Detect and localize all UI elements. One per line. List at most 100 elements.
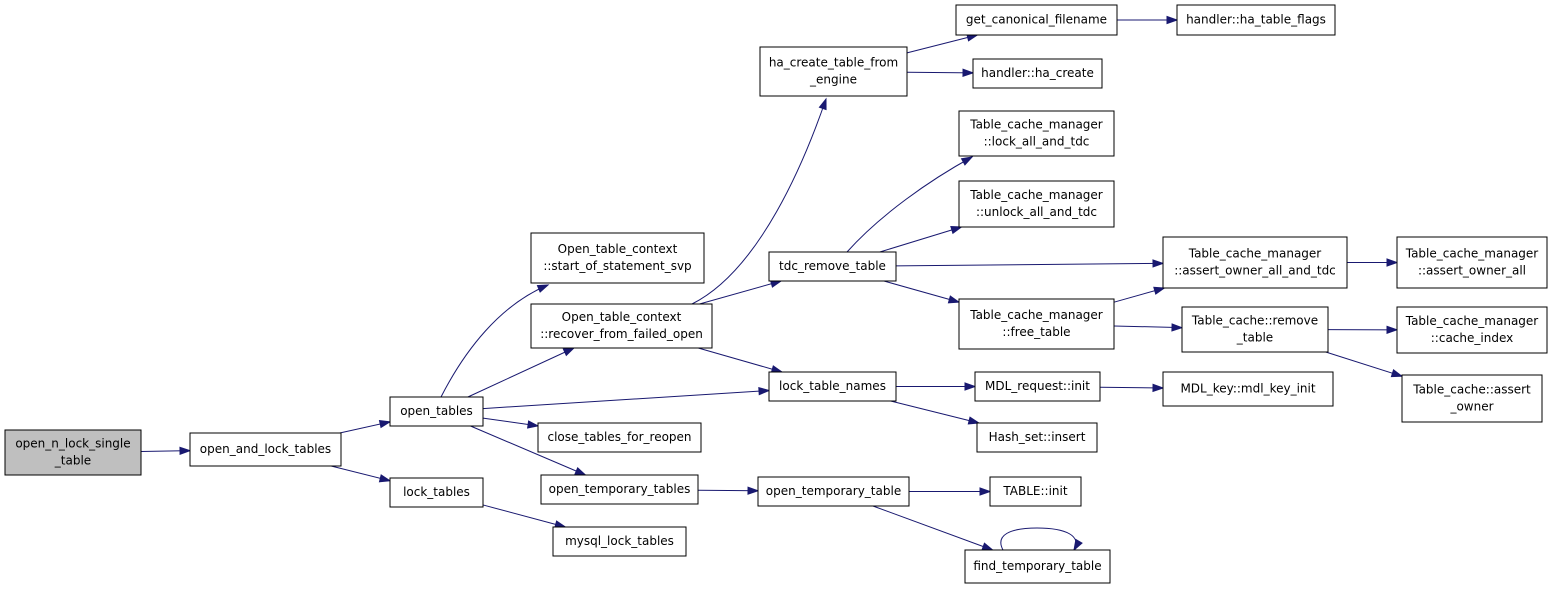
edge-line xyxy=(691,98,827,305)
node-label: Hash_set::insert xyxy=(989,430,1086,444)
edge-ote_recover_from_failed_open-to-lock_table_names xyxy=(698,347,784,374)
edge-line xyxy=(699,280,782,305)
node-label: open_temporary_tables xyxy=(549,482,691,496)
node-tcm-free-table[interactable]: Table_cache_manager::free_table xyxy=(958,298,1115,350)
edge-lock_table_names-to-mdl_request_init xyxy=(896,382,977,391)
edge-mdl_request_init-to-mdl_key_mdl_key_init xyxy=(1099,383,1165,393)
edge-ha_create_table_from_engine-to-handler_ha_create xyxy=(906,68,975,77)
node-box[interactable] xyxy=(768,371,897,402)
node-ote-recover-from-failed-open[interactable]: Open_table_context::recover_from_failed_… xyxy=(530,303,713,349)
node-open-tables[interactable]: open_tables xyxy=(389,396,484,427)
node-box[interactable] xyxy=(1401,374,1543,423)
node-label: _table xyxy=(54,454,91,468)
node-ha-create-table-from-engine[interactable]: ha_create_table_from_engine xyxy=(759,46,908,97)
node-box[interactable] xyxy=(757,476,910,507)
node-tcm-assert-owner-all[interactable]: Table_cache_manager::assert_owner_all xyxy=(1396,236,1548,289)
node-label: TABLE::init xyxy=(1002,484,1067,498)
edge-arrowhead xyxy=(1152,383,1165,393)
node-close-tables-for-reopen[interactable]: close_tables_for_reopen xyxy=(537,422,702,453)
node-tc-remove-table[interactable]: Table_cache::remove_table xyxy=(1181,306,1329,353)
node-label: Table_cache_manager xyxy=(1188,247,1322,261)
node-open-n-lock-single-table[interactable]: open_n_lock_single_table xyxy=(4,429,142,476)
edge-find_temporary_table-to-find_temporary_table xyxy=(1000,527,1083,552)
node-box[interactable] xyxy=(958,110,1115,157)
node-box[interactable] xyxy=(1176,4,1336,36)
node-tcm-cache-index[interactable]: Table_cache_manager::cache_index xyxy=(1396,306,1548,354)
node-handler-ha-create[interactable]: handler::ha_create xyxy=(972,58,1103,89)
node-box[interactable] xyxy=(972,58,1103,89)
node-label: close_tables_for_reopen xyxy=(547,430,691,444)
node-mdl-request-init[interactable]: MDL_request::init xyxy=(974,371,1101,402)
edge-line xyxy=(467,347,575,398)
node-label: handler::ha_table_flags xyxy=(1186,13,1326,27)
node-handler-ha-table-flags[interactable]: handler::ha_table_flags xyxy=(1176,4,1336,36)
edge-arrowhead xyxy=(1166,15,1179,25)
node-box[interactable] xyxy=(1181,306,1329,353)
node-hash-set-insert[interactable]: Hash_set::insert xyxy=(976,422,1098,453)
node-ote-start-of-statement-svp[interactable]: Open_table_context::start_of_statement_s… xyxy=(530,232,705,284)
node-box[interactable] xyxy=(976,422,1098,453)
node-mdl-key-mdl-key-init[interactable]: MDL_key::mdl_key_init xyxy=(1162,371,1334,407)
node-lock-tables[interactable]: lock_tables xyxy=(389,477,484,508)
node-label: lock_table_names xyxy=(779,379,886,393)
node-open-and-lock-tables[interactable]: open_and_lock_tables xyxy=(189,432,342,467)
node-box[interactable] xyxy=(958,298,1115,350)
node-box[interactable] xyxy=(530,232,705,284)
node-box[interactable] xyxy=(530,303,713,349)
node-tc-assert-owner[interactable]: Table_cache::assert_owner xyxy=(1401,374,1543,423)
node-get-canonical-filename[interactable]: get_canonical_filename xyxy=(955,4,1118,36)
node-label: Open_table_context xyxy=(558,242,678,256)
edge-line xyxy=(846,156,973,253)
node-box[interactable] xyxy=(1162,236,1348,289)
edge-ha_create_table_from_engine-to-get_canonical_filename xyxy=(906,33,979,54)
node-box[interactable] xyxy=(989,476,1082,507)
node-open-temporary-tables[interactable]: open_temporary_tables xyxy=(540,474,699,505)
node-box[interactable] xyxy=(540,474,699,505)
node-tcm-unlock-all-and-tdc[interactable]: Table_cache_manager::unlock_all_and_tdc xyxy=(958,180,1115,228)
edge-arrowhead xyxy=(378,420,392,429)
node-box[interactable] xyxy=(1396,236,1548,289)
node-box[interactable] xyxy=(389,477,484,508)
edge-line xyxy=(470,425,586,476)
node-label: ::assert_owner_all xyxy=(1418,264,1526,278)
edge-tc_remove_table-to-tc_assert_owner xyxy=(1325,351,1404,378)
node-table-init[interactable]: TABLE::init xyxy=(989,476,1082,507)
edge-arrowhead xyxy=(967,416,981,425)
node-open-temporary-table[interactable]: open_temporary_table xyxy=(757,476,910,507)
node-label: open_and_lock_tables xyxy=(200,442,331,456)
node-label: MDL_key::mdl_key_init xyxy=(1180,382,1315,396)
node-label: ha_create_table_from xyxy=(769,56,898,70)
node-label: Table_cache_manager xyxy=(969,118,1103,132)
edge-line xyxy=(872,505,993,551)
edge-open_temporary_table-to-find_temporary_table xyxy=(872,505,995,551)
node-box[interactable] xyxy=(1162,371,1334,407)
edge-arrowhead xyxy=(950,226,963,235)
node-box[interactable] xyxy=(1396,306,1548,354)
node-box[interactable] xyxy=(964,549,1111,584)
node-box[interactable] xyxy=(4,429,142,476)
node-box[interactable] xyxy=(389,396,484,427)
node-box[interactable] xyxy=(955,4,1118,36)
node-mysql-lock-tables[interactable]: mysql_lock_tables xyxy=(552,526,687,557)
node-find-temporary-table[interactable]: find_temporary_table xyxy=(964,549,1111,584)
edge-open_tables-to-ote_start_of_statement_svp xyxy=(440,284,550,398)
node-tcm-lock-all-and-tdc[interactable]: Table_cache_manager::lock_all_and_tdc xyxy=(958,110,1115,157)
node-label: _table xyxy=(1236,331,1273,345)
node-tdc-remove-table[interactable]: tdc_remove_table xyxy=(768,251,897,282)
node-lock-table-names[interactable]: lock_table_names xyxy=(768,371,897,402)
edge-arrowhead xyxy=(962,68,975,77)
node-box[interactable] xyxy=(768,251,897,282)
node-tcm-assert-owner-all-and-tdc[interactable]: Table_cache_manager::assert_owner_all_an… xyxy=(1162,236,1348,289)
edge-line xyxy=(482,390,770,410)
node-box[interactable] xyxy=(189,432,342,467)
node-box[interactable] xyxy=(958,180,1115,228)
edge-line xyxy=(879,226,962,253)
edge-arrowhead xyxy=(179,446,192,456)
node-box[interactable] xyxy=(974,371,1101,402)
edge-line xyxy=(698,347,783,373)
node-box[interactable] xyxy=(759,46,908,97)
node-label: find_temporary_table xyxy=(973,559,1101,573)
edge-open_temporary_table-to-table_init xyxy=(909,487,992,496)
node-box[interactable] xyxy=(537,422,702,453)
node-box[interactable] xyxy=(552,526,687,557)
